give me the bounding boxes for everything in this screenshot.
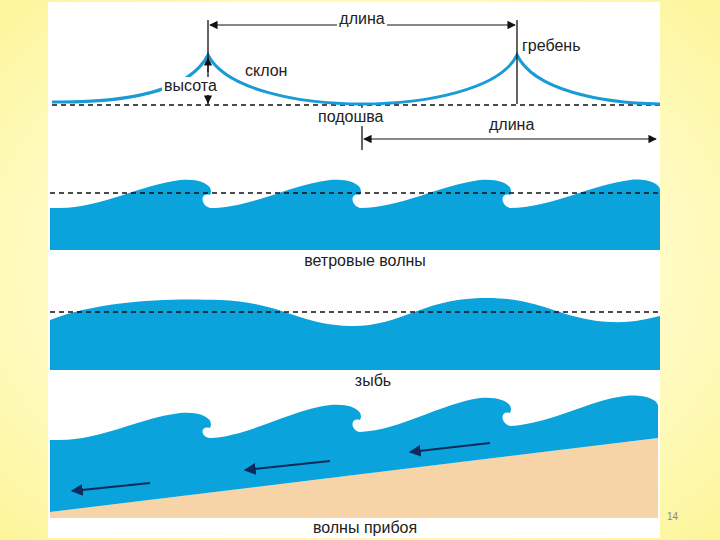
part-label: высота bbox=[162, 77, 219, 95]
backwash-arrow bbox=[410, 443, 490, 452]
dimension-label: длина bbox=[337, 10, 386, 28]
rest-level bbox=[50, 192, 660, 194]
surf-waves bbox=[50, 396, 658, 512]
swell-waves bbox=[50, 298, 660, 370]
height-arrow bbox=[207, 58, 208, 72]
part-label: склон bbox=[243, 62, 289, 80]
caption-label: зыбь bbox=[353, 372, 393, 390]
length-dimension bbox=[364, 138, 656, 139]
dimension-label: длина bbox=[487, 116, 536, 134]
backwash-arrow bbox=[245, 461, 330, 470]
wind-waves bbox=[50, 180, 660, 250]
page-number: 14 bbox=[665, 508, 680, 526]
wave-profile bbox=[52, 55, 660, 104]
caption-label: ветровые волны bbox=[302, 252, 428, 270]
caption-label: волны прибоя bbox=[311, 519, 419, 537]
backwash-arrow bbox=[72, 483, 150, 491]
white-panel bbox=[48, 2, 660, 538]
part-label: подошва bbox=[316, 108, 386, 126]
rest-level bbox=[50, 311, 660, 313]
crest-line bbox=[516, 20, 517, 104]
part-label: гребень bbox=[520, 37, 583, 55]
